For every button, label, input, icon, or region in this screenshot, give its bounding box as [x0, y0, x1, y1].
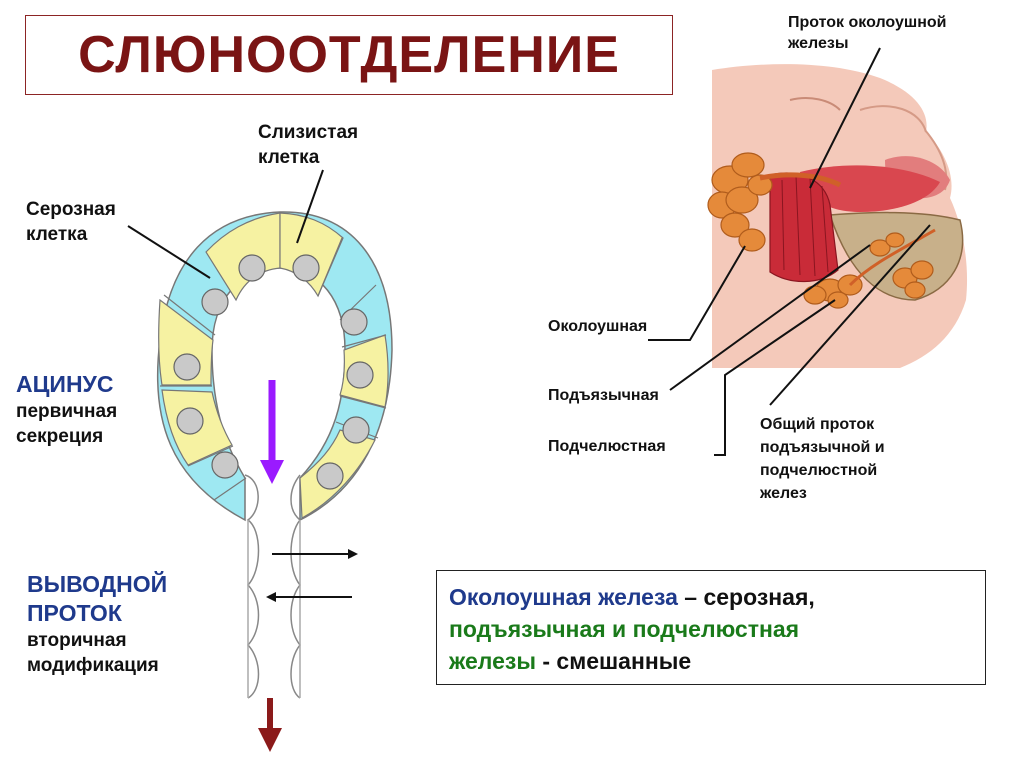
submandibular-label: Подчелюстная [548, 438, 666, 455]
primary-secretion-arrowhead [260, 460, 284, 484]
summary-note: Околоушная железа – серозная, подъязычна… [436, 570, 986, 685]
parotid-duct-label-line: железы [788, 35, 849, 52]
cell-nucleus [238, 254, 266, 282]
secondary-modification-line: модификация [27, 655, 159, 676]
cell-nucleus [346, 361, 374, 389]
serous-cell-label-line: Серозная [26, 199, 116, 220]
serous-cell-label: Серозная клетка [26, 197, 116, 247]
parotid-duct-pointer [809, 47, 881, 189]
note-line-3: железы - смешанные [449, 645, 985, 677]
serous-cell-label-line: клетка [26, 224, 88, 245]
cell-nucleus [211, 451, 239, 479]
cell-nucleus [340, 308, 368, 336]
cell-nucleus [173, 353, 201, 381]
note-line-2: подъязычная и подчелюстная [449, 613, 985, 645]
acinus-heading: АЦИНУС [16, 371, 114, 397]
page-title: СЛЮНООТДЕЛЕНИЕ [78, 26, 620, 84]
note-mixed-text: - смешанные [535, 648, 692, 674]
sublingual-label: Подъязычная [548, 387, 659, 404]
tongue [800, 165, 940, 212]
serous-pointer [127, 225, 211, 279]
duct-heading-line: ВЫВОДНОЙ [27, 571, 168, 597]
sublingual-pointer [669, 244, 871, 391]
cell-nucleus [201, 288, 229, 316]
cell-nucleus [292, 254, 320, 282]
common-duct-label-line: подчелюстной [760, 462, 878, 479]
parotid-label: Околоушная [548, 318, 648, 335]
outflow-arrowhead [258, 728, 282, 752]
mucous-cell-label-line: клетка [258, 147, 320, 168]
mucous-pointer [296, 169, 324, 244]
primary-secretion-line: первичная [16, 401, 118, 422]
cell-nucleus [176, 407, 204, 435]
title-box: СЛЮНООТДЕЛЕНИЕ [25, 15, 673, 95]
cell-nucleus [316, 462, 344, 490]
parotid-duct [759, 172, 842, 188]
common-duct-label-line: Общий проток [760, 416, 875, 433]
parotid-duct-label-line: Проток околоушной [788, 14, 947, 31]
primary-secretion-line: секреция [16, 426, 104, 447]
common-duct-label-line: желез [760, 485, 807, 502]
note-glands-text: подъязычная и подчелюстная [449, 616, 800, 642]
submandibular-pointer [714, 299, 836, 456]
note-line-1: Околоушная железа – серозная, [449, 581, 985, 613]
duct-heading-line: ПРОТОК [27, 600, 122, 626]
cell-nucleus [342, 416, 370, 444]
note-parotid-text: Околоушная железа [449, 584, 678, 610]
note-serous-text: – серозная, [677, 584, 815, 610]
acinus-label-group: АЦИНУС первичная секреция [16, 370, 117, 449]
parotid-duct-label: Проток околоушной железы [788, 12, 946, 54]
common-duct-label-line: подъязычной и [760, 439, 885, 456]
common-duct-pointer [769, 224, 931, 406]
mucous-cell-label: Слизистая клетка [258, 120, 358, 170]
secondary-modification-line: вторичная [27, 630, 127, 651]
parotid-pointer [648, 245, 746, 341]
note-glands-word: железы [449, 648, 536, 674]
mucous-cell-label-line: Слизистая [258, 122, 359, 143]
duct-label-group: ВЫВОДНОЙ ПРОТОК вторичная модификация [27, 570, 167, 678]
common-duct-label: Общий проток подъязычной и подчелюстной … [760, 413, 885, 505]
